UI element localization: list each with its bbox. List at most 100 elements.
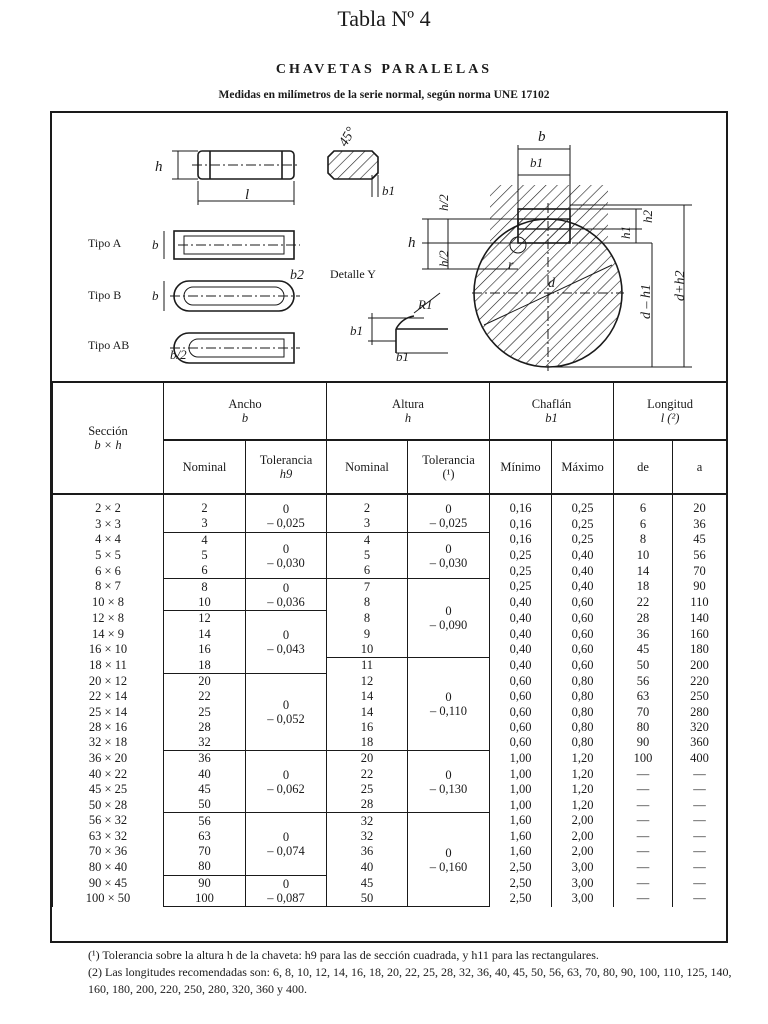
cell-chaflan-max: 0,40	[551, 563, 615, 579]
tol-zero: 0	[445, 690, 452, 705]
label-tipo-a: Tipo A	[88, 236, 122, 250]
header-a: a	[672, 439, 728, 495]
tol-value: – 0,090	[429, 618, 468, 633]
cell-chaflan-min: 1,60	[489, 828, 553, 845]
cell-ancho-tolerancia: 0– 0,074	[244, 812, 328, 876]
cell-chaflan-min: 2,50	[489, 890, 553, 907]
cell-seccion: 45 × 25	[52, 781, 164, 798]
label-h-half-top: h/2	[436, 194, 451, 211]
cell-altura-nominal: 11	[326, 657, 409, 674]
label-tipo-ab: Tipo AB	[88, 338, 129, 352]
cell-ancho-tolerancia: 0– 0,087	[244, 875, 328, 908]
header-nominal-b: Nominal	[163, 439, 246, 495]
tol-value: – 0,025	[429, 516, 468, 531]
cell-longitud-a: —	[672, 766, 728, 782]
cell-longitud-de: 10	[613, 547, 674, 564]
cell-longitud-de: 28	[613, 610, 674, 627]
cell-longitud-de: 80	[613, 719, 674, 735]
header-tol-b: Tolerancia h9	[244, 439, 328, 495]
cell-chaflan-max: 0,80	[551, 719, 615, 735]
header-nominal-h: Nominal	[326, 439, 409, 495]
cell-longitud-de: —	[613, 844, 674, 860]
label-angle: 45°	[336, 125, 359, 150]
cell-seccion: 16 × 10	[52, 641, 164, 658]
cell-altura-tolerancia: 0– 0,110	[407, 657, 491, 752]
cell-chaflan-min: 0,60	[489, 719, 553, 735]
cell-ancho-nominal: 80	[163, 859, 246, 876]
cell-longitud-a: 70	[672, 563, 728, 579]
cell-longitud-de: 14	[613, 563, 674, 579]
cell-chaflan-max: 0,80	[551, 689, 615, 705]
cell-longitud-de: 8	[613, 532, 674, 548]
cell-altura-nominal: 14	[326, 689, 409, 705]
cell-ancho-tolerancia: 0– 0,025	[244, 494, 328, 533]
cell-chaflan-min: 0,60	[489, 734, 553, 751]
cell-ancho-nominal: 56	[163, 812, 246, 829]
tol-zero: 0	[282, 698, 290, 712]
cell-altura-nominal: 9	[326, 626, 409, 642]
cell-altura-nominal: 2	[326, 494, 409, 517]
cell-ancho-nominal: 32	[163, 734, 246, 752]
label-r: r	[508, 258, 514, 273]
cell-ancho-nominal: 14	[163, 626, 246, 642]
tol-zero: 0	[445, 604, 452, 619]
cell-seccion: 70 × 36	[52, 844, 164, 860]
cell-chaflan-min: 0,25	[489, 563, 553, 579]
cell-longitud-a: 20	[672, 494, 728, 517]
cell-altura-tolerancia: 0– 0,160	[407, 812, 491, 908]
cell-longitud-a: 36	[672, 516, 728, 533]
header-altura: Altura h	[326, 381, 491, 441]
cell-ancho-tolerancia: 0– 0,030	[244, 532, 328, 580]
tol-zero: 0	[282, 502, 290, 517]
cell-ancho-nominal: 16	[163, 641, 246, 658]
cell-longitud-de: 100	[613, 750, 674, 767]
cell-longitud-de: 18	[613, 578, 674, 595]
cell-seccion: 63 × 32	[52, 828, 164, 845]
cell-ancho-nominal: 45	[163, 781, 246, 798]
cell-chaflan-max: 0,25	[551, 516, 615, 533]
cell-chaflan-max: 0,40	[551, 578, 615, 595]
cell-ancho-nominal: 4	[163, 532, 246, 548]
tol-zero: 0	[445, 502, 452, 517]
tol-zero: 0	[445, 845, 452, 860]
cell-chaflan-max: 0,60	[551, 594, 615, 611]
cell-chaflan-min: 1,00	[489, 750, 553, 767]
header-de: de	[613, 439, 674, 495]
cell-longitud-de: 6	[613, 516, 674, 533]
footnote-2: (2) Las longitudes recomendadas son: 6, …	[88, 964, 738, 998]
cell-chaflan-min: 0,40	[489, 657, 553, 674]
key-side-view	[172, 150, 300, 205]
tol-value: – 0,052	[267, 712, 305, 726]
table-frame	[50, 111, 728, 943]
cell-chaflan-max: 0,40	[551, 547, 615, 564]
cell-ancho-nominal: 12	[163, 610, 246, 627]
detail-y	[368, 292, 448, 354]
cell-longitud-de: 22	[613, 594, 674, 611]
cell-longitud-a: —	[672, 781, 728, 798]
page-title: Tabla Nº 4	[337, 6, 431, 31]
label-h1: h1	[618, 226, 633, 239]
tol-zero: 0	[282, 876, 290, 891]
cell-chaflan-max: 3,00	[551, 859, 615, 876]
tol-zero: 0	[445, 541, 452, 556]
footnotes: (¹) Tolerancia sobre la altura h de la c…	[88, 947, 738, 998]
cell-chaflan-min: 0,25	[489, 578, 553, 595]
cell-longitud-de: —	[613, 859, 674, 876]
cell-chaflan-max: 2,00	[551, 828, 615, 845]
cell-seccion: 22 × 14	[52, 689, 164, 705]
cell-longitud-a: 220	[672, 673, 728, 690]
cell-chaflan-max: 0,80	[551, 673, 615, 690]
label-tipo-b: Tipo B	[88, 288, 121, 302]
label-d: d	[548, 276, 556, 291]
